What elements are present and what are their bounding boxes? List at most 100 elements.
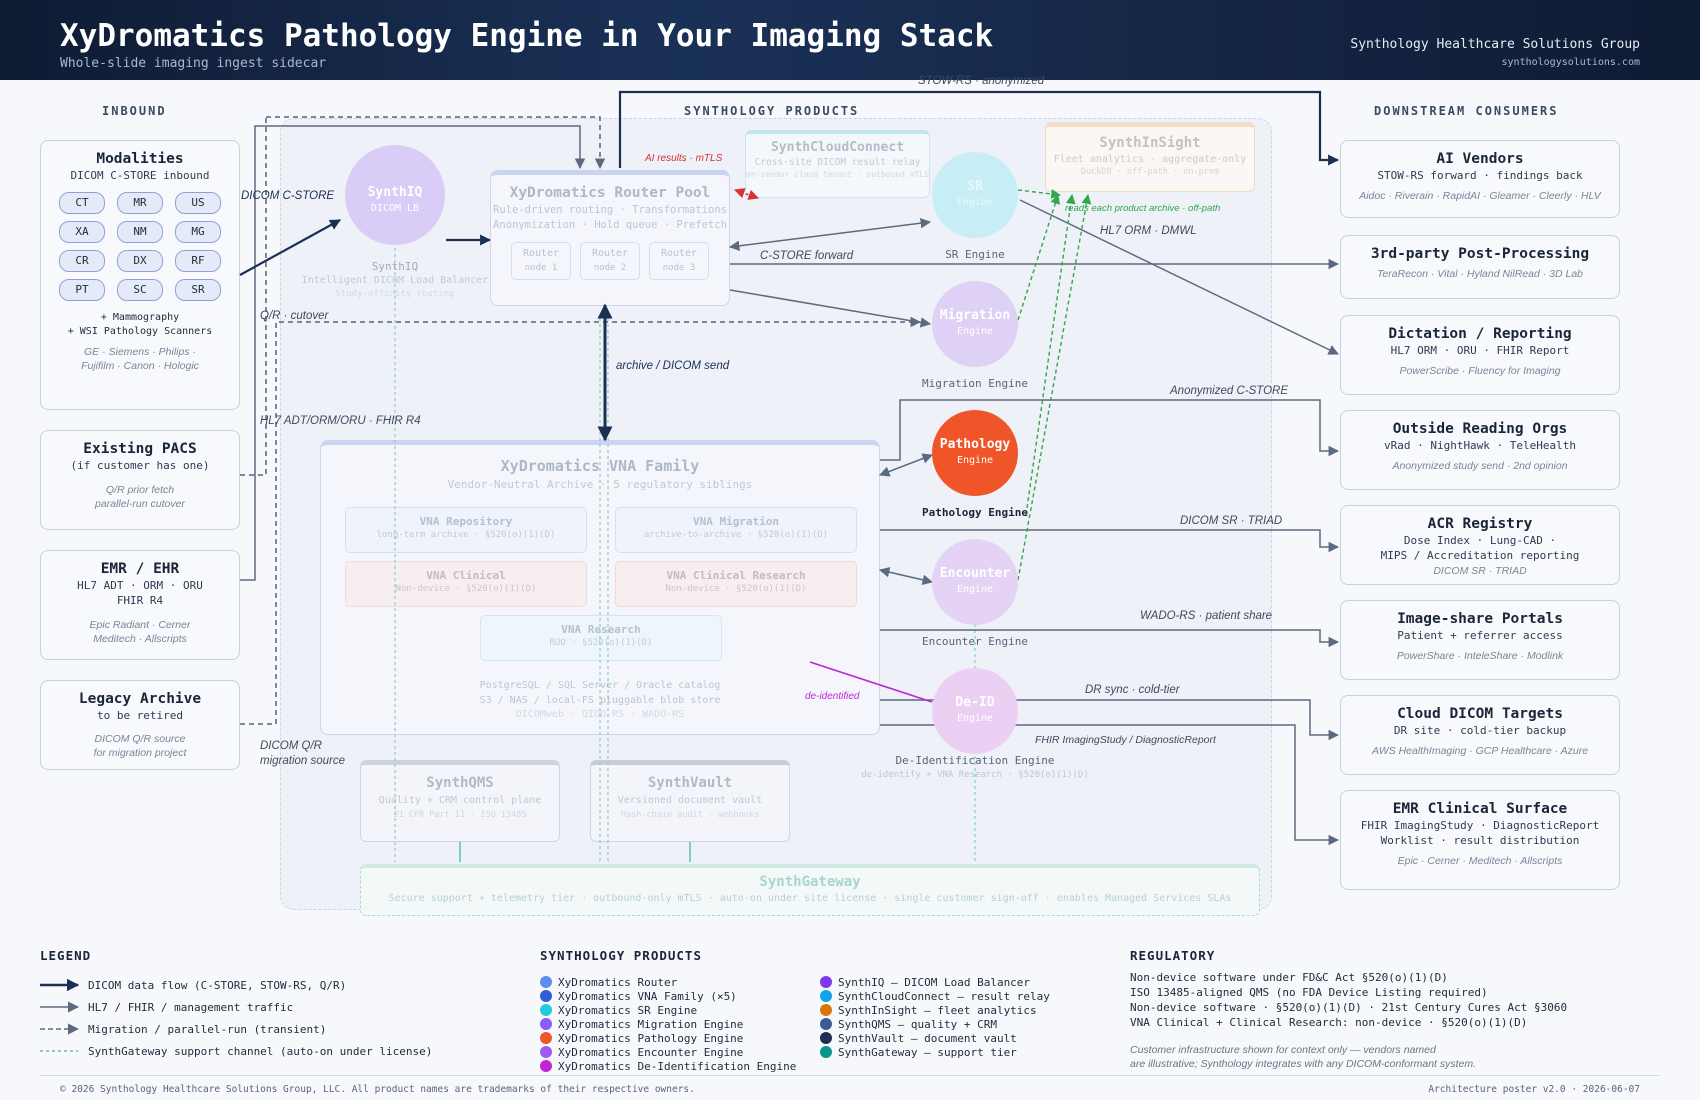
regulatory-title: REGULATORY	[1130, 948, 1216, 963]
deid-engine-node[interactable]: De-ID Engine	[932, 668, 1018, 754]
deid-engine-label: De-Identification Engine	[895, 754, 1055, 767]
synthiq-label: SynthIQ	[371, 260, 419, 273]
downstream-card-emr-clinical[interactable]: EMR Clinical Surface FHIR ImagingStudy ·…	[1340, 790, 1620, 890]
vna-family-box[interactable]: XyDromatics VNA Family Vendor-Neutral Ar…	[320, 440, 880, 735]
product-legend-col2: SynthIQ — DICOM Load Balancer SynthCloud…	[820, 976, 1050, 1060]
vna-sibling-name: VNA Migration	[692, 515, 780, 528]
vna-research-box[interactable]: VNA Research RUO · §520(o)(1)(D)	[480, 615, 722, 661]
synthiq-desc: Intelligent DICOM Load Balancer	[301, 275, 489, 286]
downstream-card-post-processing[interactable]: 3rd-party Post-Processing TeraRecon · Vi…	[1340, 235, 1620, 299]
vna-migration-box[interactable]: VNA Migration archive-to-archive · §520(…	[615, 507, 857, 553]
synthiq-inner: DICOM LB	[370, 203, 420, 214]
modality-chip[interactable]: MG	[175, 220, 221, 243]
downstream-card-cloud-dicom[interactable]: Cloud DICOM Targets DR site · cold-tier …	[1340, 695, 1620, 775]
qms-title: SynthQMS	[426, 775, 494, 791]
label-qr-cutover: Q/R · cutover	[260, 310, 329, 322]
router-node-label: Router	[522, 248, 560, 260]
legend-router: XyDromatics Router	[558, 976, 678, 989]
vna-blobstore: S3 / NAS / local-FS pluggable blob store	[479, 694, 721, 706]
synthvault-box[interactable]: SynthVault Versioned document vault Hash…	[590, 760, 790, 842]
legend-deid: XyDromatics De-Identification Engine	[558, 1060, 797, 1073]
footer-copyright: © 2026 Synthology Healthcare Solutions G…	[60, 1084, 695, 1095]
cloudconnect-dot	[820, 990, 832, 1002]
modality-chip[interactable]: XA	[59, 220, 105, 243]
modality-chip[interactable]: RF	[175, 249, 221, 272]
downstream-card-image-share[interactable]: Image-share Portals Patient + referrer a…	[1340, 600, 1620, 680]
pacs-subtitle: (if customer has one)	[70, 459, 210, 472]
label-dr-sync: DR sync · cold-tier	[1085, 684, 1180, 696]
router-pool-features: Rule-driven routing · Transformations	[493, 204, 727, 216]
org-website[interactable]: synthologysolutions.com	[1501, 57, 1640, 68]
legacy-title: Legacy Archive	[78, 691, 202, 707]
legend-pathology: XyDromatics Pathology Engine	[558, 1032, 744, 1045]
pathology-engine-node[interactable]: Pathology Engine	[932, 410, 1018, 496]
synthcloudconnect-box[interactable]: SynthCloudConnect Cross-site DICOM resul…	[745, 130, 930, 198]
downstream-card-ai-vendors[interactable]: AI Vendors STOW-RS forward · findings ba…	[1340, 140, 1620, 218]
modality-chip[interactable]: SR	[175, 278, 221, 301]
vna-clinical-research-box[interactable]: VNA Clinical Research Non-device · §520(…	[615, 561, 857, 607]
modality-chip[interactable]: SC	[117, 278, 163, 301]
downstream-card-acr-registry[interactable]: ACR Registry Dose Index · Lung-CAD ·MIPS…	[1340, 505, 1620, 585]
legacy-subtitle: to be retired	[96, 709, 184, 722]
deid-engine-desc: de-identify + VNA Research · §520(o)(1)(…	[861, 770, 1089, 780]
legend-gateway: SynthGateway — support tier	[838, 1046, 1017, 1059]
downstream-vendors: PowerScribe · Fluency for Imaging	[1399, 364, 1561, 377]
downstream-title: ACR Registry	[1427, 516, 1533, 532]
migration-engine-node[interactable]: Migration Engine	[932, 281, 1018, 367]
downstream-card-outside-reading[interactable]: Outside Reading Orgs vRad · NightHawk · …	[1340, 410, 1620, 490]
vna-repository-box[interactable]: VNA Repository long-term archive · §520(…	[345, 507, 587, 553]
deid-link	[809, 661, 933, 703]
synthgateway-box[interactable]: SynthGateway Secure support + telemetry …	[360, 864, 1260, 916]
regulatory-note: Customer infrastructure shown for contex…	[1130, 1043, 1476, 1071]
regulatory-lines: Non-device software under FD&C Act §520(…	[1130, 970, 1567, 1030]
modality-chip[interactable]: DX	[117, 249, 163, 272]
legacy-archive-card[interactable]: Legacy Archive to be retired DICOM Q/R s…	[40, 680, 240, 770]
synthiq-dot	[820, 976, 832, 988]
synthqms-box[interactable]: SynthQMS Quality + CRM control plane 21 …	[360, 760, 560, 842]
modalities-subtitle: DICOM C-STORE inbound	[70, 169, 210, 182]
modality-chip[interactable]: NM	[117, 220, 163, 243]
modality-chip[interactable]: PT	[59, 278, 105, 301]
modality-chip[interactable]: US	[175, 191, 221, 214]
modality-chip[interactable]: MR	[117, 191, 163, 214]
label-dicom-qr: DICOM Q/R	[260, 740, 322, 752]
existing-pacs-card[interactable]: Existing PACS (if customer has one) Q/R …	[40, 430, 240, 530]
synthinsight-box[interactable]: SynthInSight Fleet analytics · aggregate…	[1045, 122, 1255, 192]
vna-family-subtitle: Vendor-Neutral Archive · 5 regulatory si…	[447, 478, 753, 491]
modality-chip-grid: CT MR US XA NM MG CR DX RF PT SC SR	[41, 191, 239, 301]
modality-chip[interactable]: CT	[59, 191, 105, 214]
label-dicom-sr-triad: DICOM SR · TRIAD	[1180, 515, 1283, 527]
cloudconnect-sub: Cross-site DICOM result relay	[754, 157, 921, 168]
synthiq-node[interactable]: SynthIQ DICOM LB	[345, 145, 445, 245]
router-pool-title: XyDromatics Router Pool	[509, 185, 711, 201]
legend-item-dicom: DICOM data flow (C-STORE, STOW-RS, Q/R)	[88, 979, 347, 992]
modality-chip[interactable]: CR	[59, 249, 105, 272]
downstream-title: Outside Reading Orgs	[1392, 421, 1568, 437]
ai-results-link	[734, 188, 759, 200]
product-legend-col1: XyDromatics Router XyDromatics VNA Famil…	[540, 976, 796, 1074]
modalities-vendors-2: Fujifilm · Canon · Hologic	[81, 360, 199, 373]
cloudconnect-title: SynthCloudConnect	[770, 140, 905, 155]
downstream-card-dictation[interactable]: Dictation / Reporting HL7 ORM · ORU · FH…	[1340, 315, 1620, 395]
label-hl7-orm: HL7 ORM · DMWL	[1100, 225, 1197, 237]
modalities-card[interactable]: Modalities DICOM C-STORE inbound CT MR U…	[40, 140, 240, 410]
downstream-sub: Dose Index · Lung-CAD ·	[1403, 534, 1557, 547]
emr-fhir: FHIR R4	[116, 593, 164, 607]
encounter-engine-node[interactable]: Encounter Engine	[932, 539, 1018, 625]
downstream-vendors: TeraRecon · Vital · Hyland NilRead · 3D …	[1376, 268, 1584, 280]
vna-clinical-box[interactable]: VNA Clinical Non-device · §520(o)(1)(D)	[345, 561, 587, 607]
router-node-label: Router	[591, 248, 629, 260]
modalities-extra-wsi: + WSI Pathology Scanners	[67, 326, 213, 338]
router-dot	[540, 976, 552, 988]
column-heading-inbound: INBOUND	[102, 104, 167, 118]
router-pool-box[interactable]: XyDromatics Router Pool Rule-driven rout…	[490, 170, 730, 306]
legend-sr: XyDromatics SR Engine	[558, 1004, 698, 1017]
legend-synthiq: SynthIQ — DICOM Load Balancer	[838, 976, 1031, 989]
sr-engine-node[interactable]: SR Engine	[932, 152, 1018, 238]
label-fhir-imaging: FHIR ImagingStudy / DiagnosticReport	[1035, 734, 1216, 746]
migration-engine-inner: Engine	[956, 326, 994, 337]
